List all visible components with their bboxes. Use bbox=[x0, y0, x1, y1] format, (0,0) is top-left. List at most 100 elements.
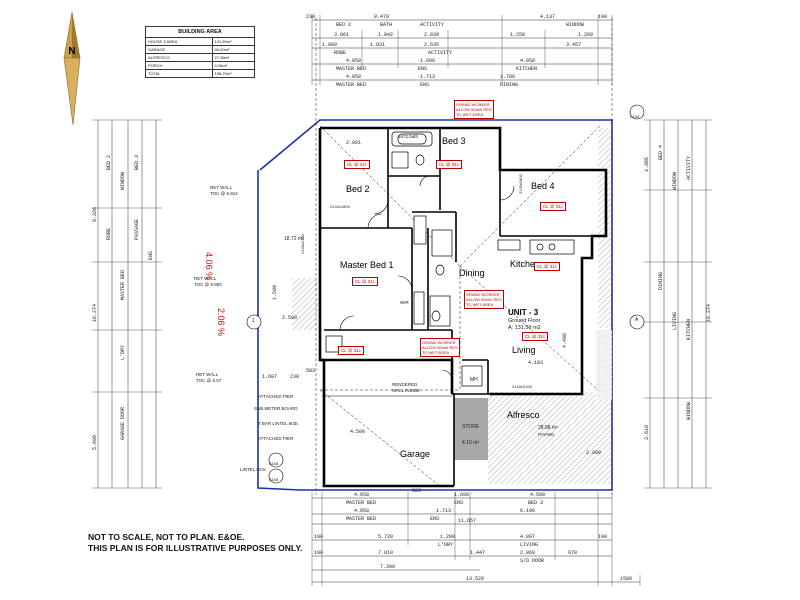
ceiling-tag-bed2: CL @ 31c bbox=[344, 160, 370, 169]
right-dim-label: DINING bbox=[658, 271, 664, 290]
top-dim: 190 bbox=[598, 14, 608, 20]
disclaimer-line-2: THIS PLAN IS FOR ILLUSTRATIVE PURPOSES O… bbox=[88, 543, 303, 553]
right-dim-label: ACTIVITY bbox=[686, 155, 692, 180]
north-arrow: N bbox=[60, 10, 84, 130]
right-dim-label: KITCHEN bbox=[686, 318, 692, 340]
ceiling-tag-bed4: CL @ 31c bbox=[540, 202, 566, 211]
room-bed3: Bed 3 bbox=[442, 136, 466, 146]
bottom-dim: 190 bbox=[598, 534, 608, 540]
right-dim-label: LIVING bbox=[672, 311, 678, 330]
attached-pier-note: ATTACHED PIER bbox=[258, 394, 294, 399]
top-dim-label: BED 2 bbox=[336, 22, 352, 28]
ret-wall-note-2: RET WALL TOC @ 6.860 bbox=[194, 276, 222, 287]
bottom-dim: 4.058 bbox=[354, 508, 370, 514]
room-garage: Garage bbox=[400, 449, 431, 459]
plan-dim-3: 1.687 bbox=[262, 374, 278, 380]
ceiling-tag-kitchen: CL @ 31c bbox=[534, 262, 560, 271]
bottom-dim: 13.520 bbox=[466, 576, 485, 582]
alfresco-hatch bbox=[488, 392, 612, 484]
plan-dim-7: 4.500 bbox=[350, 429, 366, 435]
top-dim: 4.058 bbox=[346, 74, 362, 80]
top-dim: 2.635 bbox=[424, 42, 440, 48]
ret-wall-note-3: RET WALL TOC @ 6.57 bbox=[196, 372, 222, 383]
unit-title: UNIT - 3 bbox=[508, 308, 539, 317]
top-dim: 1.842 bbox=[378, 32, 394, 38]
right-dim-total: 16.274 bbox=[706, 303, 712, 322]
bottom-dim: 190 bbox=[314, 550, 324, 556]
inner-walls bbox=[320, 128, 592, 486]
ret-wall-note-1: RET WALL TOC @ 6.914 bbox=[210, 185, 238, 196]
sub-meter-note: SUB METER BOARD bbox=[254, 406, 298, 411]
ceiling-tag-living: CL @ 31c bbox=[522, 332, 548, 341]
room-living: Living bbox=[512, 345, 536, 355]
slope-label-2: 2.06 % bbox=[216, 308, 226, 337]
bottom-dim-label: BED 3 bbox=[528, 500, 544, 506]
top-dim: 8.470 bbox=[374, 14, 390, 20]
top-dim-label: WINDOW bbox=[566, 22, 585, 28]
window-size-master: 2143x2100 bbox=[300, 234, 305, 254]
unit-area: A: 131.59 m2 bbox=[508, 325, 541, 331]
right-dimension-lines bbox=[644, 119, 712, 489]
room-kitchen: Kitchen bbox=[510, 259, 541, 269]
bottom-dim-label: ENS bbox=[454, 500, 464, 506]
top-dim-label: ENS bbox=[418, 66, 428, 72]
section-ref-right: A bbox=[635, 317, 639, 323]
bottom-dim: 7.390 bbox=[380, 564, 396, 570]
bottom-dim: 1.713 bbox=[436, 508, 452, 514]
top-dim: 3.457 bbox=[566, 42, 582, 48]
bottom-dim: 2.060 bbox=[520, 550, 536, 556]
top-dim: 4.058 bbox=[520, 58, 536, 64]
right-dim-label: WINDOW bbox=[672, 171, 678, 190]
section-ref-top: A108 bbox=[630, 114, 640, 119]
unit-floor: Ground Floor bbox=[508, 318, 541, 324]
top-dim-label: MASTER BED bbox=[336, 82, 367, 88]
door-swings bbox=[339, 175, 515, 381]
section-ref-bottom-left: A108 bbox=[269, 461, 279, 466]
top-dim-label: ACTIVITY bbox=[428, 50, 453, 56]
plan-dim-10: 1.500 bbox=[272, 284, 278, 300]
bottom-dim: 583 bbox=[412, 488, 422, 494]
left-dim-label: WINDOW bbox=[120, 171, 126, 190]
top-dim-label: KITCHEN bbox=[516, 66, 538, 72]
bottom-dimension-lines bbox=[311, 492, 641, 586]
bottom-dim-label: MASTER BED bbox=[346, 500, 377, 506]
bottom-dim: 7.010 bbox=[378, 550, 394, 556]
right-dim-lower: 3.619 bbox=[644, 424, 650, 440]
bottom-dim: 970 bbox=[568, 550, 578, 556]
disclaimer: NOT TO SCALE, NOT TO PLAN. E&OE. THIS PL… bbox=[88, 532, 302, 554]
disclaimer-line-1: NOT TO SCALE, NOT TO PLAN. E&OE. bbox=[88, 532, 245, 542]
plan-dim-8: 2.900 bbox=[586, 450, 602, 456]
left-dim-label: BED 2 bbox=[106, 154, 112, 170]
room-bed4: Bed 4 bbox=[531, 181, 555, 191]
alfresco-area: 28.88 m² bbox=[538, 425, 558, 431]
side-setback-hatch-left bbox=[292, 278, 318, 330]
left-dim-label: BED 3 bbox=[134, 154, 140, 170]
plan-dim-1: 2.001 bbox=[346, 140, 362, 146]
store-fill bbox=[454, 398, 488, 460]
bottom-dim-label: LIVING bbox=[520, 542, 539, 548]
right-dim-upper: 3.086 bbox=[644, 156, 650, 172]
top-dim-label: ACTIVITY bbox=[420, 22, 445, 28]
top-dim-label: ROBE bbox=[334, 50, 347, 56]
left-dim-label: MASTER BED bbox=[120, 269, 126, 300]
top-dim: 3.061 bbox=[334, 32, 350, 38]
window-size-living: 2143x2100 bbox=[512, 384, 532, 389]
top-dimension-lines bbox=[311, 15, 613, 85]
room-master-bed: Master Bed 1 bbox=[340, 260, 394, 270]
bottom-dim: 4.097 bbox=[520, 534, 536, 540]
room-alfresco: Alfresco bbox=[507, 410, 540, 420]
top-dim: 1.606 bbox=[420, 58, 436, 64]
top-dim: 1.258 bbox=[510, 32, 526, 38]
bottom-dim: 1500 bbox=[620, 576, 633, 582]
left-dim-label: GARAGE DOOR bbox=[120, 406, 126, 440]
plan-dim-4: 230 bbox=[290, 374, 300, 380]
bottom-dim-label: L'DRY bbox=[438, 542, 454, 548]
left-dim-label: ROBE bbox=[106, 227, 112, 240]
bottom-dim: 4.500 bbox=[530, 492, 546, 498]
top-dim: 1.800 bbox=[322, 42, 338, 48]
top-dim: 230 bbox=[306, 14, 316, 20]
svg-text:N: N bbox=[68, 46, 75, 57]
